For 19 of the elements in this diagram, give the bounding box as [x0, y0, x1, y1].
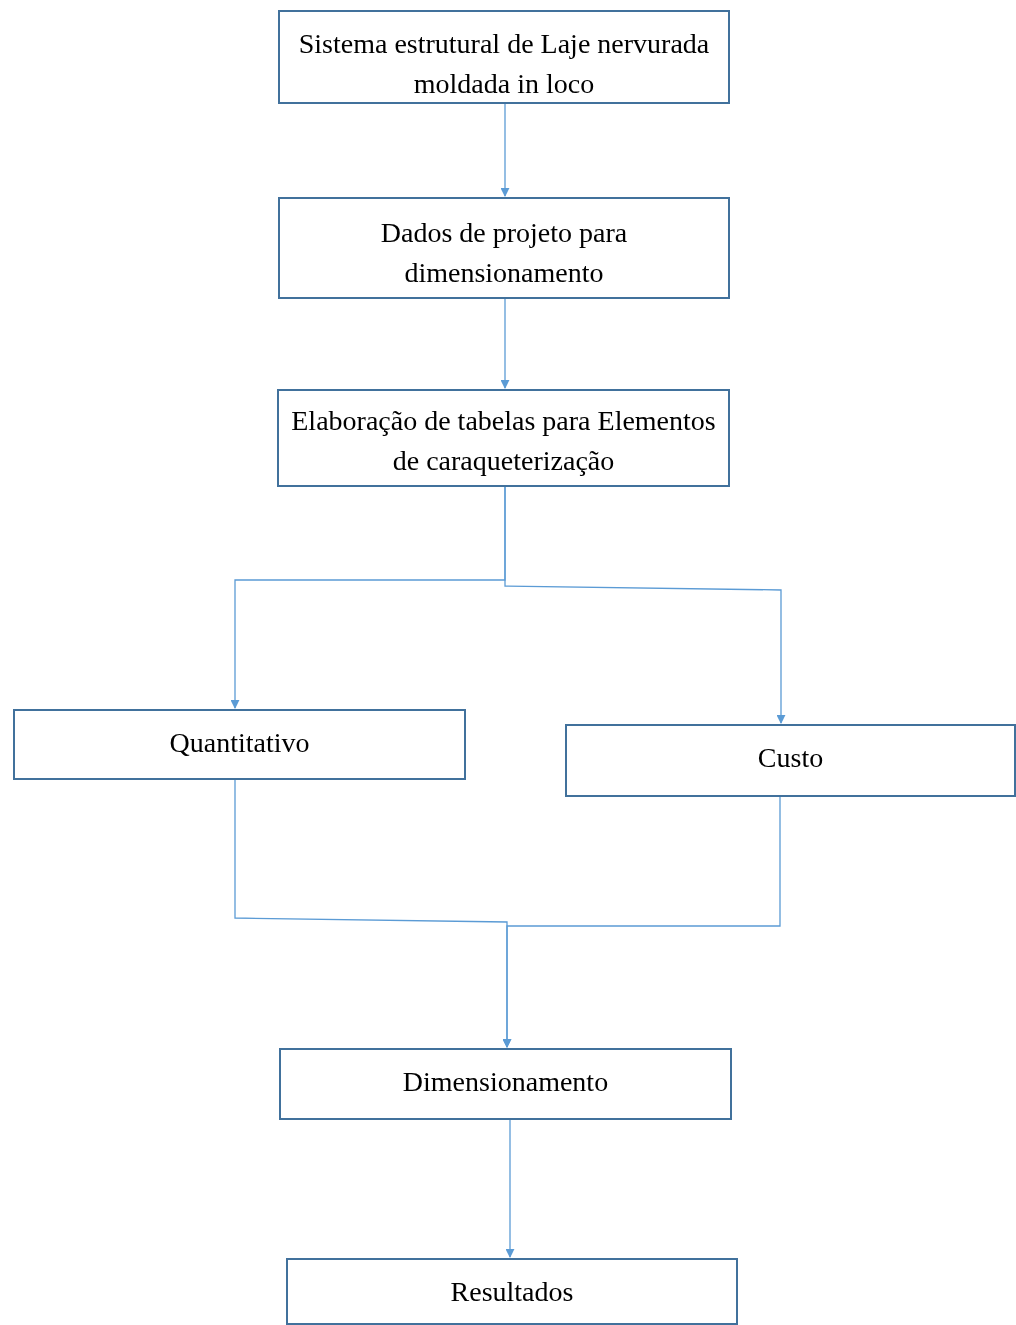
process-box [277, 389, 730, 487]
process-box [278, 197, 730, 299]
process-box [279, 1048, 732, 1120]
process-box [286, 1258, 738, 1325]
box-label: Custo [757, 741, 824, 775]
process-box [13, 709, 466, 780]
arrow [500, 103, 510, 197]
arrow [504, 486, 786, 724]
arrow [502, 796, 781, 1048]
box-label: Sistema estrutural de Laje nervurada moldada in loco [297, 27, 711, 101]
box-label: Dimensionamento [402, 1065, 609, 1099]
process-box [565, 724, 1016, 797]
process-box [278, 10, 730, 104]
box-label: Dados de projeto para dimensionamento [379, 216, 629, 290]
arrow [505, 1119, 515, 1258]
box-label: Elaboração de tabelas para Elementos de caraqueterização [291, 404, 716, 478]
box-label: Resultados [450, 1275, 574, 1309]
box-label: Quantitativo [169, 726, 310, 760]
arrow [500, 298, 510, 389]
